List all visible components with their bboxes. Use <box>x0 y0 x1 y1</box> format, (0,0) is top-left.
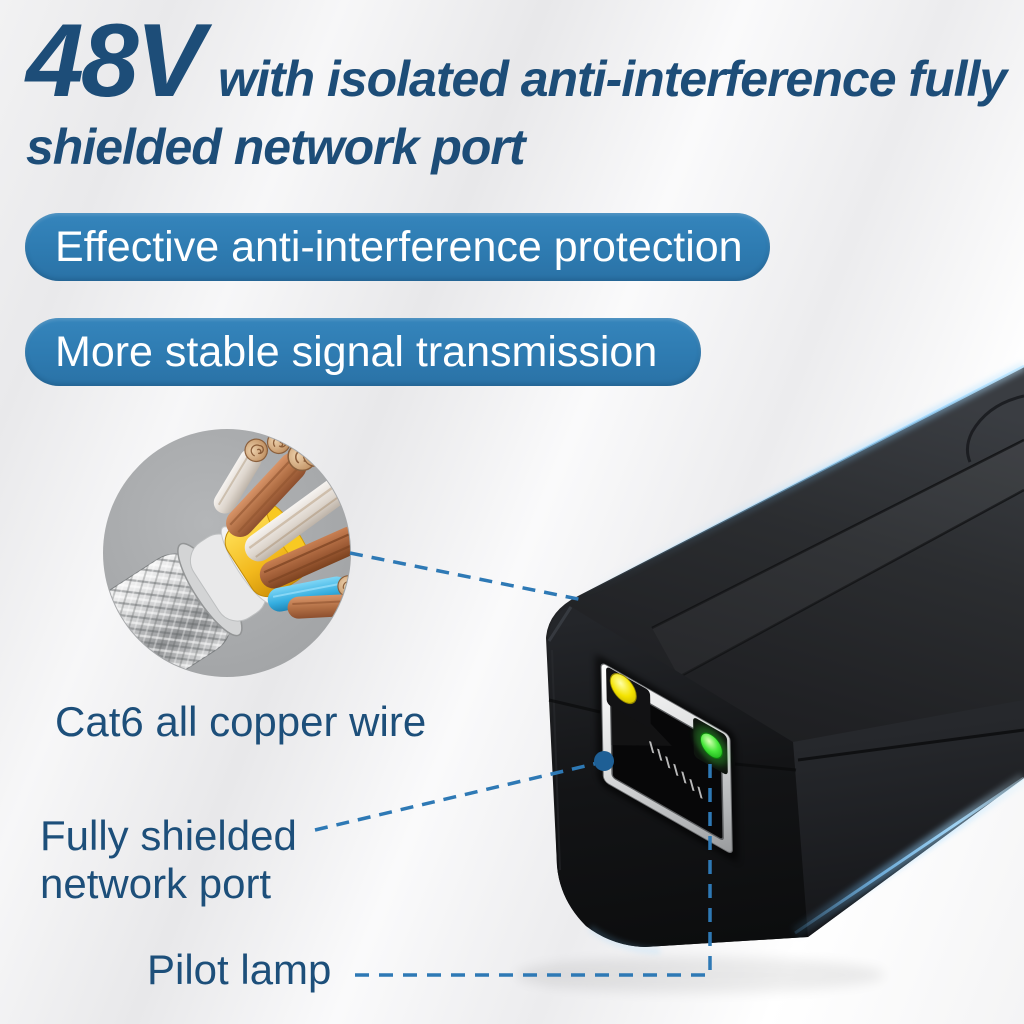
feature-badge-anti-interference: Effective anti-interference protection <box>25 213 770 281</box>
device-side-face <box>793 700 1024 937</box>
device-edge-glow-bottom-core <box>794 776 1024 935</box>
device-edge-glow-top-core <box>577 364 1024 598</box>
case-seam <box>734 762 797 772</box>
callout-label-pilot-lamp: Pilot lamp <box>147 946 332 993</box>
feature-badge-label: More stable signal transmission <box>55 327 658 376</box>
callout-label-port-line1: Fully shielded <box>40 812 297 859</box>
voltage-text: 48V <box>26 3 205 119</box>
callout-lines <box>314 551 712 977</box>
feature-badge-stable-signal: More stable signal transmission <box>25 318 701 386</box>
chamfer-highlight <box>547 606 573 642</box>
device-edge-glow-corner <box>588 925 661 954</box>
front-left-edge <box>551 649 561 871</box>
cable-cross-section-inset <box>103 429 351 677</box>
rj45-port <box>595 655 739 861</box>
headline-line2: shielded network port <box>26 119 526 176</box>
feature-badge-label: Effective anti-interference protection <box>55 222 743 271</box>
headline-line1: with isolated anti-interference fully <box>218 51 1007 107</box>
case-seam <box>797 728 1024 762</box>
top-panel-groove <box>651 438 1024 630</box>
device-image <box>515 362 1024 993</box>
callout-label-port: Fully shielded network port <box>40 812 297 908</box>
top-panel-groove <box>678 488 1024 679</box>
case-seam <box>548 698 601 714</box>
headline: 48V with isolated anti-interference full… <box>26 3 1007 176</box>
rj45-contact-pins <box>648 741 703 799</box>
callout-dot-port <box>594 751 614 771</box>
callout-label-cable: Cat6 all copper wire <box>55 698 427 745</box>
callout-line-port <box>314 761 599 832</box>
status-led-yellow <box>609 673 637 705</box>
top-corner-detail <box>965 394 1024 463</box>
callout-line-cable <box>349 551 584 602</box>
callout-label-port-line2: network port <box>40 859 272 907</box>
pilot-lamp-led-green <box>699 732 723 759</box>
